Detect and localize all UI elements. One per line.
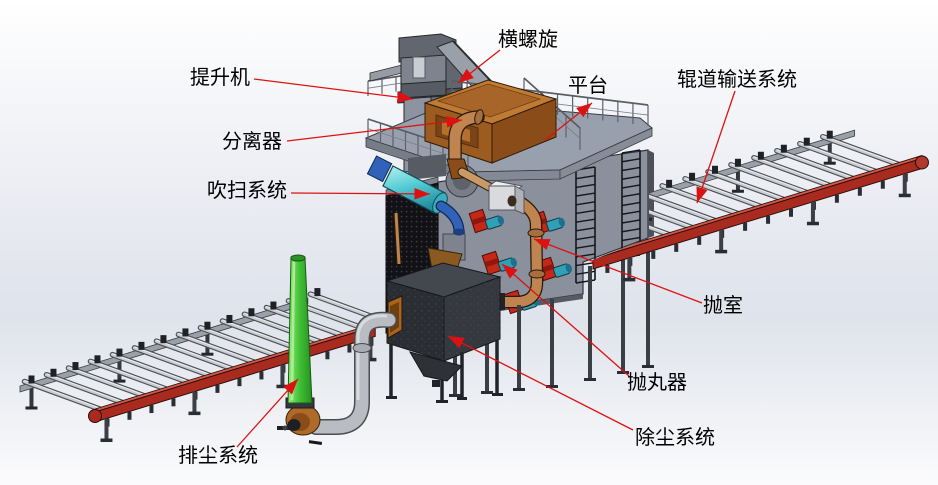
callout-separator: 分离器 bbox=[222, 116, 463, 153]
callout-horizontal-screw: 横螺旋 bbox=[457, 28, 558, 84]
dust-box-feet bbox=[386, 393, 503, 403]
exhaust-duct bbox=[309, 313, 396, 434]
label-blow-sweep-system: 吹扫系统 bbox=[207, 179, 287, 202]
leader-blow-sweep-system bbox=[290, 188, 431, 200]
callout-roller-conveyor-system: 辊道输送系统 bbox=[677, 68, 797, 204]
dust-hopper bbox=[408, 351, 463, 382]
blower-elbow bbox=[436, 201, 464, 235]
label-shot-blaster: 抛丸器 bbox=[627, 371, 687, 394]
platform-edge-right bbox=[559, 127, 653, 180]
callout-blow-sweep-system: 吹扫系统 bbox=[207, 179, 431, 202]
callout-shot-blaster: 抛丸器 bbox=[501, 263, 687, 394]
label-platform: 平台 bbox=[568, 74, 608, 97]
leader-elevator bbox=[253, 78, 414, 103]
label-separator: 分离器 bbox=[222, 130, 282, 153]
label-elevator: 提升机 bbox=[190, 66, 250, 89]
pipe-flange-2 bbox=[528, 269, 546, 279]
leader-dust-exhaust-system bbox=[236, 378, 299, 448]
fan-nut bbox=[282, 425, 288, 431]
callout-elevator: 提升机 bbox=[190, 66, 414, 103]
blow-sweep-blower bbox=[366, 154, 465, 265]
leader-roller-conveyor-system bbox=[696, 90, 736, 204]
duct-flange bbox=[352, 343, 372, 353]
leader-separator bbox=[286, 116, 463, 142]
label-dust-removal-system: 除尘系统 bbox=[635, 426, 715, 449]
elevator-boot bbox=[408, 154, 446, 180]
callout-blast-chamber: 抛室 bbox=[533, 238, 743, 317]
stack-top bbox=[290, 254, 306, 262]
separator-front-right bbox=[491, 98, 557, 164]
leader-blast-chamber bbox=[533, 238, 703, 304]
label-dust-exhaust-system: 排尘系统 bbox=[178, 444, 258, 467]
blower-elbow-flange bbox=[453, 228, 465, 236]
leader-horizontal-screw bbox=[457, 49, 501, 84]
elbow-flange bbox=[474, 109, 484, 125]
callout-dust-removal-system: 除尘系统 bbox=[447, 335, 715, 449]
head-window bbox=[412, 56, 426, 79]
dust-hopper-stem bbox=[432, 380, 440, 387]
drop-rod bbox=[394, 212, 401, 265]
callout-dust-exhaust-system: 排尘系统 bbox=[178, 378, 299, 467]
floor-mark bbox=[308, 440, 323, 445]
junction-box-port bbox=[507, 195, 517, 207]
leader-dust-removal-system bbox=[447, 335, 634, 431]
blower-left-cap bbox=[366, 155, 393, 183]
dust-exhaust-assembly bbox=[277, 254, 397, 445]
label-horizontal-screw: 横螺旋 bbox=[498, 28, 558, 51]
pipe-flange-1 bbox=[527, 228, 545, 238]
chamber-ladders bbox=[575, 149, 641, 284]
leader-platform bbox=[544, 102, 593, 141]
leader-shot-blaster bbox=[501, 263, 630, 377]
exhaust-duct-highlight bbox=[356, 314, 388, 400]
label-blast-chamber: 抛室 bbox=[703, 294, 743, 317]
stack-highlight bbox=[290, 261, 296, 401]
callout-platform: 平台 bbox=[544, 74, 608, 141]
label-roller-conveyor-system: 辊道输送系统 bbox=[677, 68, 797, 91]
